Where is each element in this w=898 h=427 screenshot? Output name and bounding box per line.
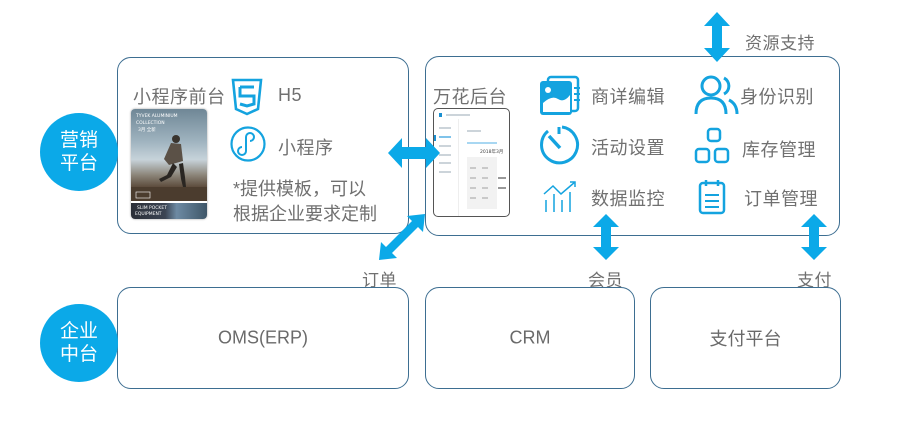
mini-program-screenshot: TYVEK ALUMINIUM COLLECTION 3月 全新 SLIM PO… — [131, 109, 207, 219]
enterprise-label-2: 中台 — [59, 344, 98, 365]
enterprise-label-1: 企业 — [59, 321, 98, 342]
payment-label: 支付 — [797, 271, 832, 290]
members-label: 会员 — [588, 271, 623, 290]
marketing-platform-badge: 营销 平台 — [40, 113, 118, 191]
payment-arrow — [801, 214, 827, 260]
admin-screenshot: 2018年3月 — [433, 108, 510, 217]
template-note-line-2: 根据企业要求定制 — [233, 204, 377, 224]
runner-figure — [131, 135, 207, 201]
marketing-label-2: 平台 — [59, 153, 98, 174]
notepad-icon — [698, 180, 726, 215]
feature-label-inventory: 库存管理 — [742, 140, 816, 160]
orders-label: 订单 — [362, 271, 397, 290]
backend-title: 万花后台 — [433, 87, 507, 107]
frontend-backend-arrow — [388, 138, 440, 168]
phone-caption-1: TYVEK ALUMINIUM — [136, 114, 178, 119]
phone-caption-2: COLLECTION — [136, 121, 165, 126]
template-note-line-1: *提供模板，可以 — [233, 179, 367, 199]
mini-program-icon — [230, 126, 266, 162]
resource-support-label: 资源支持 — [745, 34, 815, 53]
enterprise-platform-badge: 企业 中台 — [40, 304, 118, 382]
mini-program-label: 小程序 — [278, 138, 334, 158]
crm-box: CRM — [425, 287, 635, 389]
members-arrow — [593, 214, 619, 260]
phone-caption-bottom-1: SLIM POCKET — [137, 206, 167, 211]
resource-support-arrow — [704, 12, 730, 62]
template-note: *提供模板，可以 根据企业要求定制 — [233, 177, 377, 227]
feature-label-product-edit: 商详编辑 — [591, 87, 665, 107]
oms-label: OMS(ERP) — [218, 327, 308, 348]
payment-platform-box: 支付平台 — [650, 287, 841, 389]
feature-label-orders: 订单管理 — [744, 189, 818, 209]
oms-box: OMS(ERP) — [117, 287, 409, 389]
feature-label-identity: 身份识别 — [740, 87, 814, 107]
timer-icon — [540, 125, 579, 165]
marketing-label-1: 营销 — [59, 130, 98, 151]
chart-icon — [543, 181, 576, 212]
feature-label-activity: 活动设置 — [591, 138, 665, 158]
feature-label-data: 数据监控 — [591, 189, 665, 209]
blocks-icon — [694, 127, 730, 164]
crm-label: CRM — [509, 327, 551, 348]
phone-caption-bottom-2: EQUIPMENT — [135, 212, 162, 217]
phone-caption-3: 3月 全新 — [138, 128, 156, 133]
payment-platform-label: 支付平台 — [709, 329, 782, 349]
image-edit-icon — [540, 75, 580, 115]
orders-arrow — [379, 214, 425, 260]
frontend-title: 小程序前台 — [133, 87, 226, 107]
html5-icon — [231, 78, 263, 116]
users-icon — [694, 75, 739, 115]
admin-calendar-date: 2018年3月 — [480, 150, 504, 155]
h5-label: H5 — [278, 85, 303, 105]
